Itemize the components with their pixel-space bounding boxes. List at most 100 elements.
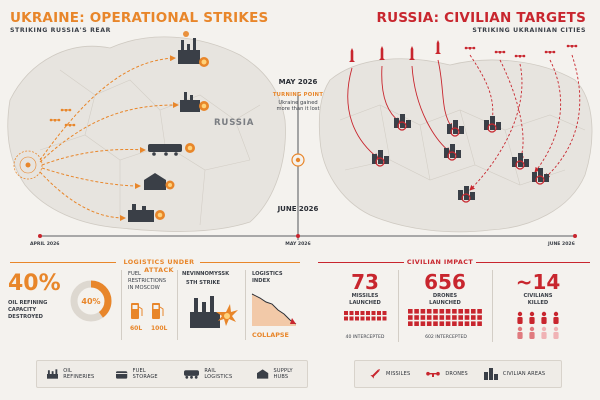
drone-grid-cell — [433, 309, 438, 314]
axis-mid-label: MAY 2026 — [285, 242, 311, 247]
drone-grid-cell — [426, 309, 432, 314]
timeline-top-date: MAY 2026 — [278, 78, 318, 86]
missiles-label-2: LAUNCHED — [349, 300, 381, 306]
drone-icon — [426, 371, 441, 377]
civilians-label-2: KILLED — [527, 300, 549, 306]
legend-civilian-areas: CIVILIAN AREAS — [483, 368, 545, 380]
divider — [245, 270, 246, 340]
fuel-storage-icon — [116, 371, 128, 379]
drone-grid-cell — [464, 309, 470, 314]
drone-grid-cell — [471, 309, 476, 314]
drone-grid-cell — [414, 309, 419, 314]
supply-hub-target-2 — [128, 204, 165, 222]
civilian-person-icons — [517, 311, 559, 339]
nevinnomyssk-title: NEVINNOMYSSK — [182, 271, 230, 277]
legend-oil-refineries: OIL REFINERIES — [47, 368, 102, 380]
logistics-section-title: LOGISTICS UNDER ATTACK — [123, 258, 195, 274]
fuel-pump-icon — [131, 303, 143, 319]
legend-label: RAIL LOGISTICS — [204, 368, 233, 380]
person-icon — [541, 311, 547, 324]
drone-grid-cell — [445, 315, 451, 320]
drone-grid-cell — [420, 309, 426, 314]
legend-label: FUEL STORAGE — [132, 368, 158, 380]
legend-supply-hubs: SUPPLY HUBS — [257, 368, 307, 380]
person-icon — [553, 311, 559, 324]
legend-left: OIL REFINERIES FUEL STORAGE RAIL LOGISTI… — [36, 360, 308, 388]
drones-label-1: DRONES — [432, 293, 458, 299]
drone-grid-cell — [445, 321, 451, 326]
logistics-rule-left — [10, 262, 116, 263]
drone-flight-paths — [39, 55, 179, 221]
person-icon — [541, 326, 547, 339]
fuel-100-label: 100L — [151, 325, 168, 332]
nevinnomyssk-sub: 5TH STRIKE — [186, 280, 221, 286]
supply-hub-target-1 — [144, 173, 175, 190]
drone-grid-cell — [477, 321, 482, 326]
drone-grid-cell — [471, 321, 476, 326]
missiles-value: 73 — [351, 270, 379, 294]
right-title: RUSSIA: CIVILIAN TARGETS — [376, 10, 586, 26]
person-icon — [517, 326, 523, 339]
warehouse-icon — [257, 369, 269, 379]
person-icon — [553, 326, 559, 339]
legend-label: MISSILES — [386, 371, 411, 377]
map-label-russia: RUSSIA — [214, 118, 255, 128]
axis-start-label: APRIL 2026 — [30, 242, 60, 247]
refinery-target-1 — [178, 31, 209, 67]
timeline-axis — [38, 234, 577, 238]
civilians-label-1: CIVILIANS — [523, 293, 553, 299]
drone-grid-cell — [471, 315, 476, 320]
refinery-icon — [47, 369, 59, 379]
divider — [121, 270, 122, 340]
drone-grid-cell — [420, 315, 426, 320]
civilian-section-title: CIVILIAN IMPACT — [406, 258, 474, 266]
legend-rail-logistics: RAIL LOGISTICS — [184, 368, 243, 380]
legend-right: MISSILES DRONES CIVILIAN AREAS — [354, 360, 562, 388]
axis-end-label: JUNE 2026 — [548, 242, 575, 247]
divider — [398, 270, 399, 342]
vertical-timeline — [291, 92, 305, 240]
rail-target — [148, 143, 195, 156]
legend-label: DRONES — [445, 371, 468, 377]
drones-label-2: LAUNCHED — [429, 300, 461, 306]
drone-icons-right — [464, 44, 578, 58]
legend-fuel-storage: FUEL STORAGE — [116, 368, 170, 380]
missiles-label-1: MISSILES — [351, 293, 379, 299]
drone-grid-cell — [414, 315, 419, 320]
donut-arc — [70, 280, 112, 322]
drone-grid-cell — [452, 309, 457, 314]
drone-grid-cell — [426, 321, 432, 326]
drone-grid-cell — [458, 321, 463, 326]
refinery-target-2 — [180, 92, 209, 112]
person-icon — [529, 311, 535, 324]
drone-grid-cell — [458, 309, 463, 314]
drone-grid-cell — [452, 315, 457, 320]
oil-label-1: OIL REFINING — [8, 300, 48, 306]
drone-grid-cell — [426, 315, 432, 320]
drone-grid-cell — [439, 315, 445, 320]
legend-label: OIL REFINERIES — [63, 368, 95, 380]
refinery-explosion-icon — [190, 296, 238, 328]
drone-grid-cell — [439, 321, 445, 326]
logistics-index-chart — [251, 293, 297, 326]
turning-point-desc-2: more than it lost — [276, 106, 320, 112]
strike-map — [7, 31, 593, 240]
legend-label: SUPPLY HUBS — [273, 368, 293, 380]
missile-icon — [370, 369, 380, 379]
missile-icons — [349, 40, 441, 62]
donut-value-label: 40% — [81, 297, 100, 306]
drone-grid-cell — [420, 321, 426, 326]
rail-icon — [184, 370, 200, 379]
divider — [492, 270, 493, 342]
civilian-rule-right — [476, 262, 590, 263]
turning-point-label: TURNING POINT — [272, 92, 324, 98]
logistics-rule-right — [200, 262, 300, 263]
timeline-mid-date: JUNE 2026 — [277, 205, 319, 213]
drone-grid-cell — [477, 315, 482, 320]
fuel-title-2: RESTRICTIONS — [128, 278, 167, 284]
oil-label-2: CAPACITY — [8, 307, 37, 313]
oil-donut-chart: 40% — [70, 280, 112, 322]
person-icon — [517, 311, 523, 324]
drone-grid-cell — [433, 321, 438, 326]
drone-grid-cell — [414, 321, 419, 326]
